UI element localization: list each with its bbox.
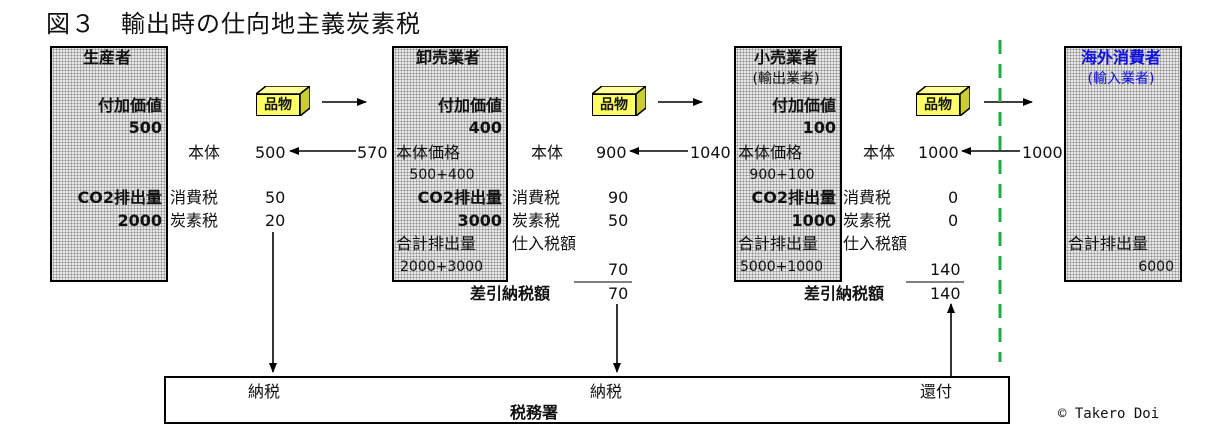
retailer-received: 1040 bbox=[690, 143, 731, 162]
diagram-title: 図３ 輸出時の仕向地主義炭素税 bbox=[46, 10, 421, 38]
retailer-sub-name: (輸出業者) bbox=[752, 71, 820, 87]
wholesaler-co2-label: CO2排出量 bbox=[417, 188, 502, 207]
retailer-net-tax-label: 差引納税額 bbox=[804, 284, 885, 303]
foreign-sub-name: (輸入業者) bbox=[1087, 71, 1155, 87]
wholesaler-total-emission-calc: 2000+3000 bbox=[400, 259, 483, 275]
producer-consumption-tax: 50 bbox=[265, 188, 286, 207]
producer-price-label: 本体 bbox=[188, 143, 221, 162]
retailer-value-added-label: 付加価値 bbox=[771, 96, 836, 115]
foreign-total-emission: 6000 bbox=[1138, 259, 1174, 275]
foreign-total-emission-label: 合計排出量 bbox=[1068, 234, 1149, 253]
producer-carbon-tax: 20 bbox=[265, 211, 286, 230]
goods-label-1: 品物 bbox=[256, 94, 300, 116]
wholesaler-net-tax: 70 bbox=[608, 284, 629, 303]
tax-office-pay-2: 納税 bbox=[590, 382, 623, 401]
retailer-total-emission-label: 合計排出量 bbox=[738, 234, 819, 253]
wholesaler-consumption-tax: 90 bbox=[608, 188, 629, 207]
retailer-net-tax: 140 bbox=[930, 284, 961, 303]
foreign-received: 1000 bbox=[1022, 143, 1063, 162]
wholesaler-value-added-label: 付加価値 bbox=[437, 96, 502, 115]
wholesaler-co2: 3000 bbox=[457, 211, 502, 230]
foreign-name: 海外消費者 bbox=[1080, 48, 1161, 67]
wholesaler-price: 900 bbox=[596, 143, 627, 162]
wholesaler-value-added: 400 bbox=[468, 118, 502, 137]
wholesaler-base-price-label: 本体価格 bbox=[396, 143, 461, 162]
producer-co2-label: CO2排出量 bbox=[77, 188, 162, 207]
retailer-value-added: 100 bbox=[802, 118, 836, 137]
retailer-carbon-tax-label: 炭素税 bbox=[843, 211, 892, 230]
foreign-consumer-box bbox=[1064, 46, 1182, 282]
tax-office-box bbox=[164, 376, 1010, 424]
retailer-price-label: 本体 bbox=[863, 143, 896, 162]
wholesaler-received: 570 bbox=[357, 143, 388, 162]
retailer-total-emission-calc: 5000+1000 bbox=[740, 259, 823, 275]
goods-icon-3: 品物 bbox=[916, 86, 970, 116]
retailer-consumption-tax-label: 消費税 bbox=[843, 188, 892, 207]
tax-office-name: 税務署 bbox=[510, 403, 559, 422]
producer-name: 生産者 bbox=[82, 48, 131, 67]
producer-carbon-tax-label: 炭素税 bbox=[170, 211, 219, 230]
retailer-box bbox=[734, 46, 842, 282]
copyright: © Takero Doi bbox=[1058, 406, 1160, 422]
wholesaler-total-emission-label: 合計排出量 bbox=[396, 234, 477, 253]
retailer-price: 1000 bbox=[918, 143, 959, 162]
producer-value-added: 500 bbox=[128, 118, 162, 137]
producer-co2: 2000 bbox=[117, 211, 162, 230]
wholesaler-input-tax: 70 bbox=[608, 260, 629, 279]
retailer-input-tax: 140 bbox=[930, 260, 961, 279]
tax-office-pay-1: 納税 bbox=[248, 382, 281, 401]
retailer-base-price-calc: 900+100 bbox=[749, 167, 815, 183]
retailer-co2-label: CO2排出量 bbox=[751, 188, 836, 207]
retailer-input-tax-label: 仕入税額 bbox=[843, 234, 908, 253]
wholesaler-base-price-calc: 500+400 bbox=[409, 167, 475, 183]
goods-label-3: 品物 bbox=[916, 94, 960, 116]
goods-icon-1: 品物 bbox=[256, 86, 310, 116]
retailer-base-price-label: 本体価格 bbox=[738, 143, 803, 162]
retailer-carbon-tax: 0 bbox=[948, 211, 959, 230]
producer-value-added-label: 付加価値 bbox=[97, 96, 162, 115]
producer-consumption-tax-label: 消費税 bbox=[170, 188, 219, 207]
retailer-consumption-tax: 0 bbox=[948, 188, 959, 207]
wholesaler-name: 卸売業者 bbox=[415, 48, 480, 67]
goods-icon-2: 品物 bbox=[592, 86, 646, 116]
wholesaler-input-tax-label: 仕入税額 bbox=[512, 234, 577, 253]
retailer-name: 小売業者 bbox=[753, 48, 818, 67]
wholesaler-consumption-tax-label: 消費税 bbox=[512, 188, 561, 207]
wholesaler-carbon-tax: 50 bbox=[608, 211, 629, 230]
wholesaler-net-tax-label: 差引納税額 bbox=[470, 284, 551, 303]
goods-label-2: 品物 bbox=[592, 94, 636, 116]
tax-office-refund: 還付 bbox=[920, 382, 953, 401]
wholesaler-box bbox=[392, 46, 508, 282]
producer-box bbox=[50, 46, 168, 282]
retailer-co2: 1000 bbox=[791, 211, 836, 230]
wholesaler-carbon-tax-label: 炭素税 bbox=[512, 211, 561, 230]
wholesaler-price-label: 本体 bbox=[531, 143, 564, 162]
producer-price: 500 bbox=[255, 143, 286, 162]
